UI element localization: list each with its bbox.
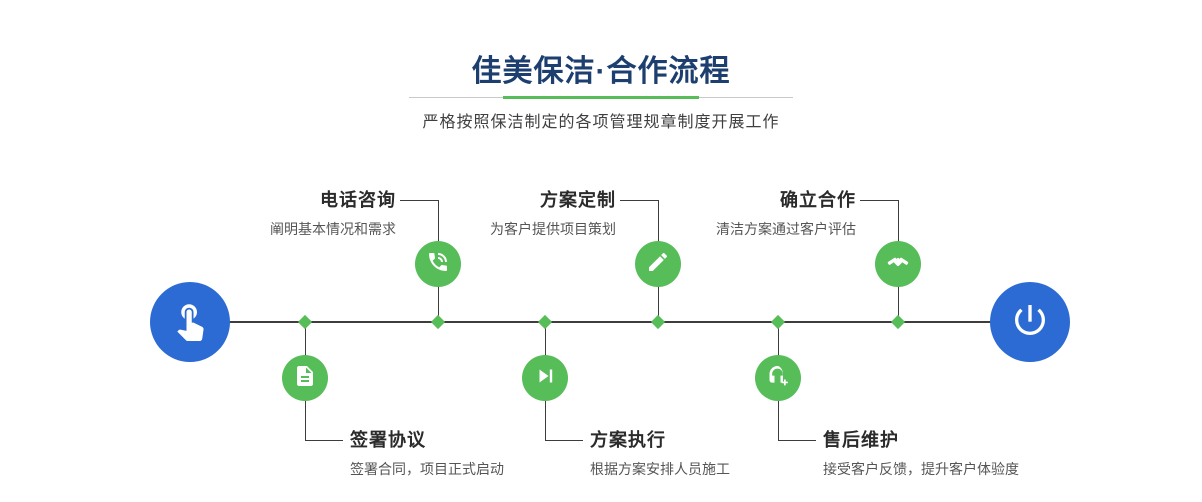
step-label-aftersales: 售后维护 接受客户反馈，提升客户体验度 xyxy=(823,426,1019,479)
headset-icon xyxy=(766,364,790,393)
step-circle-cooperation xyxy=(875,241,921,287)
connector-line xyxy=(545,440,583,441)
step-circle-phone xyxy=(415,241,461,287)
step-description: 根据方案安排人员施工 xyxy=(590,461,730,477)
timeline-node-marker xyxy=(650,314,666,330)
step-label-phone: 电话咨询 阐明基本情况和需求 xyxy=(270,186,396,239)
step-label-contract: 签署协议 签署合同，项目正式启动 xyxy=(350,426,504,479)
step-title: 方案执行 xyxy=(590,430,666,450)
title-divider xyxy=(409,96,793,99)
connector-line xyxy=(860,200,898,201)
step-title: 售后维护 xyxy=(823,430,899,450)
step-title: 确立合作 xyxy=(780,190,856,210)
connector-line xyxy=(778,440,816,441)
contract-icon xyxy=(293,364,317,393)
power-icon xyxy=(1010,300,1050,345)
step-description: 清洁方案通过客户评估 xyxy=(716,221,856,237)
step-description: 签署合同，项目正式启动 xyxy=(350,461,504,477)
connector-line xyxy=(305,440,343,441)
page-subtitle: 严格按照保洁制定的各项管理规章制度开展工作 xyxy=(422,114,780,131)
step-circle-contract xyxy=(282,355,328,401)
connector-line xyxy=(620,200,658,201)
step-description: 接受客户反馈，提升客户体验度 xyxy=(823,461,1019,477)
step-label-plan: 方案定制 为客户提供项目策划 xyxy=(490,186,616,239)
timeline-node-marker xyxy=(537,314,553,330)
end-node xyxy=(990,282,1070,362)
hand-pointer-icon xyxy=(169,299,211,346)
step-title: 方案定制 xyxy=(540,190,616,210)
handshake-icon xyxy=(886,250,910,279)
step-label-cooperation: 确立合作 清洁方案通过客户评估 xyxy=(716,186,856,239)
step-title: 电话咨询 xyxy=(320,190,396,210)
step-circle-execution xyxy=(522,355,568,401)
play-icon xyxy=(533,364,557,393)
step-circle-plan xyxy=(635,241,681,287)
phone-icon xyxy=(426,250,450,279)
timeline-node-marker xyxy=(297,314,313,330)
step-description: 为客户提供项目策划 xyxy=(490,221,616,237)
pencil-icon xyxy=(646,250,670,279)
connector-line xyxy=(400,200,438,201)
title-divider-accent xyxy=(503,96,699,99)
step-title: 签署协议 xyxy=(350,430,426,450)
timeline-node-marker xyxy=(770,314,786,330)
step-label-execution: 方案执行 根据方案安排人员施工 xyxy=(590,426,730,479)
timeline-node-marker xyxy=(430,314,446,330)
start-node xyxy=(150,282,230,362)
step-description: 阐明基本情况和需求 xyxy=(270,221,396,237)
timeline-node-marker xyxy=(890,314,906,330)
step-circle-aftersales xyxy=(755,355,801,401)
page-title: 佳美保洁·合作流程 xyxy=(471,55,731,88)
timeline-line xyxy=(190,321,1030,323)
